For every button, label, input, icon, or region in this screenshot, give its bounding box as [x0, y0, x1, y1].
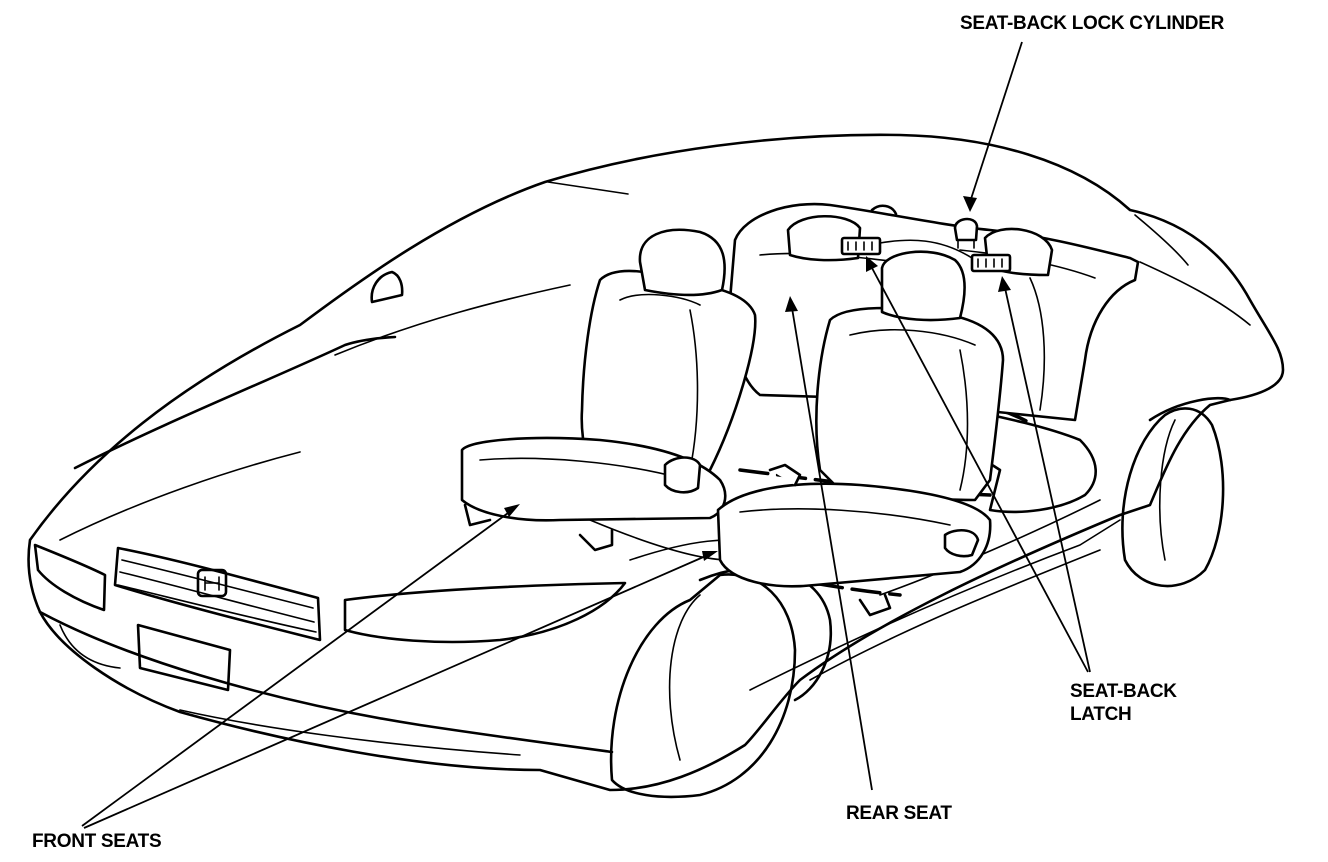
label-seat-back-lock-cylinder: SEAT-BACK LOCK CYLINDER [960, 13, 1225, 34]
front-right-seat [716, 250, 1005, 617]
seat-back-latches [840, 236, 1012, 273]
label-front-seats: FRONT SEATS [32, 831, 161, 852]
label-seat-back-latch-line1: SEAT-BACK [1070, 681, 1177, 702]
car-body [27, 133, 1285, 799]
label-seat-back-latch-line2: LATCH [1070, 704, 1131, 725]
front-left-seat [460, 228, 757, 552]
label-rear-seat: REAR SEAT [846, 803, 952, 824]
leader-lines [81, 41, 1091, 829]
lock-cylinder-icon [953, 217, 979, 249]
